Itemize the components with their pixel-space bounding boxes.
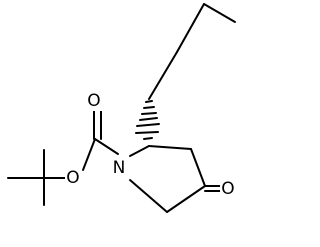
ketone-oxygen-label-background [220, 179, 236, 199]
hash-7 [143, 137, 153, 140]
hash-5 [136, 123, 160, 127]
bond-ring-left [129, 145, 150, 157]
hash-1 [145, 100, 153, 103]
bond-n-to-carbonyl [94, 138, 119, 155]
bond-carbonyl-to-ester-o [82, 138, 96, 171]
bond-chain-upper [176, 3, 205, 53]
bond-chain-top [203, 3, 236, 23]
bond-ring-bottom-right [166, 185, 206, 213]
ketone-oxygen-label: O [221, 179, 234, 199]
bond-ring-bottom-left [129, 179, 168, 213]
ester-oxygen-label: O [66, 168, 79, 188]
hash-4 [139, 117, 158, 121]
hash-2 [143, 106, 155, 109]
bond-chain-middle [148, 51, 178, 100]
bond-ring-right [190, 148, 206, 187]
hash-3 [141, 112, 157, 115]
bond-ring-top-right [148, 145, 192, 150]
molecule-drawing: N O O O [7, 3, 236, 213]
carbonyl-oxygen-label: O [87, 91, 100, 111]
ester-oxygen-label-background [65, 168, 81, 188]
nitrogen-label: N [113, 158, 126, 178]
stereo-hashed-bond [135, 100, 160, 140]
nitrogen-label-background [112, 158, 126, 178]
carbonyl-oxygen-label-background [86, 91, 102, 111]
hash-6 [135, 131, 159, 134]
structure-canvas: N O O O [7, 3, 236, 213]
